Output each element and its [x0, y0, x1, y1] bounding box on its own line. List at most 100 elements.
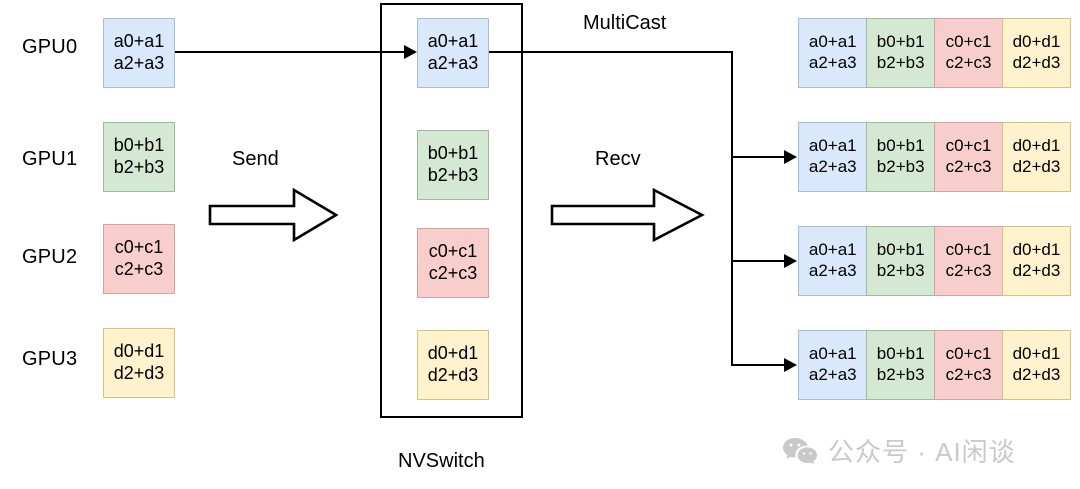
result-cell-a-line1: a0+a1 [808, 344, 857, 364]
nvswitch-enclosure [380, 3, 523, 418]
result-row: a0+a1 a2+a3 b0+b1 b2+b3 c0+c1 c2+c3 d0+d… [798, 226, 1072, 296]
result-cell-c-line2: c2+c3 [945, 157, 992, 176]
nvswitch-block-1-line1: b0+b1 [427, 143, 479, 164]
gpu0-to-nvswitch-arrowhead-icon [404, 45, 417, 59]
recv-label: Recv [595, 148, 641, 170]
nvswitch-block-1-line2: b2+b3 [427, 165, 479, 185]
result-cell-c-line1: c0+c1 [945, 32, 992, 52]
result-cell-a-line2: a2+a3 [808, 157, 857, 176]
gpu-block-2-line2: c2+c3 [114, 259, 164, 279]
nvswitch-block-0: a0+a1 a2+a3 [417, 18, 489, 88]
recv-block-arrow-icon [550, 187, 705, 243]
result-cell-c-line2: c2+c3 [945, 261, 992, 280]
gpu-block-0-line2: a2+a3 [113, 53, 165, 73]
result-cell-c: c0+c1 c2+c3 [933, 122, 1004, 192]
result-cell-d-line2: d2+d3 [1012, 157, 1061, 176]
gpu-block-0-line1: a0+a1 [113, 31, 165, 52]
result-cell-a: a0+a1 a2+a3 [798, 122, 868, 192]
result-cell-c: c0+c1 c2+c3 [933, 226, 1004, 296]
gpu-block-3-line2: d2+d3 [113, 363, 165, 383]
send-label: Send [232, 148, 279, 170]
gpu-label-2: GPU2 [22, 246, 78, 268]
gpu0-to-nvswitch-line [175, 51, 405, 54]
multicast-branch-line-2 [731, 260, 785, 263]
nvswitch-block-2-line1: c0+c1 [428, 241, 478, 262]
result-cell-b-line2: b2+b3 [876, 53, 925, 72]
result-cell-c-line2: c2+c3 [945, 53, 992, 72]
result-cell-a-line1: a0+a1 [808, 32, 857, 52]
nvswitch-block-3: d0+d1 d2+d3 [417, 330, 489, 400]
watermark: 公众号 · AI闲谈 [782, 432, 1016, 469]
multicast-branch-line-1 [731, 156, 785, 159]
nvswitch-block-0-line1: a0+a1 [427, 31, 479, 52]
result-cell-b-line1: b0+b1 [876, 136, 925, 156]
multicast-label: MultiCast [583, 12, 667, 34]
gpu-label-1: GPU1 [22, 148, 78, 170]
result-cell-d-line1: d0+d1 [1012, 32, 1061, 52]
result-cell-a: a0+a1 a2+a3 [798, 226, 868, 296]
result-cell-d-line2: d2+d3 [1012, 365, 1061, 384]
result-cell-d-line1: d0+d1 [1012, 136, 1061, 156]
gpu-block-3-line1: d0+d1 [113, 341, 165, 362]
gpu-block-3: d0+d1 d2+d3 [103, 328, 175, 398]
result-cell-c-line2: c2+c3 [945, 365, 992, 384]
wechat-icon [783, 437, 817, 464]
result-cell-c-line1: c0+c1 [945, 344, 992, 364]
result-cell-a-line2: a2+a3 [808, 53, 857, 72]
result-cell-d-line1: d0+d1 [1012, 240, 1061, 260]
result-cell-d: d0+d1 d2+d3 [1001, 226, 1072, 296]
gpu-block-0: a0+a1 a2+a3 [103, 18, 175, 88]
result-cell-b-line2: b2+b3 [876, 157, 925, 176]
result-row: a0+a1 a2+a3 b0+b1 b2+b3 c0+c1 c2+c3 d0+d… [798, 330, 1072, 400]
result-row: a0+a1 a2+a3 b0+b1 b2+b3 c0+c1 c2+c3 d0+d… [798, 18, 1072, 88]
nvswitch-block-2: c0+c1 c2+c3 [417, 228, 489, 298]
result-cell-b-line2: b2+b3 [876, 261, 925, 280]
gpu-label-3: GPU3 [22, 348, 78, 370]
gpu-block-2-line1: c0+c1 [114, 237, 164, 258]
gpu-label-0: GPU0 [22, 36, 78, 58]
gpu-block-1-line2: b2+b3 [113, 157, 165, 177]
result-cell-b-line1: b0+b1 [876, 344, 925, 364]
result-cell-b-line1: b0+b1 [876, 240, 925, 260]
multicast-branch-arrowhead-icon-3 [784, 358, 797, 372]
result-cell-d: d0+d1 d2+d3 [1001, 18, 1072, 88]
result-cell-c: c0+c1 c2+c3 [933, 18, 1004, 88]
nvswitch-block-3-line2: d2+d3 [427, 365, 479, 385]
result-row: a0+a1 a2+a3 b0+b1 b2+b3 c0+c1 c2+c3 d0+d… [798, 122, 1072, 192]
gpu-block-1: b0+b1 b2+b3 [103, 122, 175, 192]
result-cell-b: b0+b1 b2+b3 [865, 330, 936, 400]
multicast-branch-arrowhead-icon-1 [784, 150, 797, 164]
result-cell-d-line2: d2+d3 [1012, 261, 1061, 280]
result-cell-a: a0+a1 a2+a3 [798, 18, 868, 88]
nvswitch-block-2-line2: c2+c3 [428, 263, 478, 283]
send-block-arrow-icon [208, 187, 338, 243]
result-cell-b-line2: b2+b3 [876, 365, 925, 384]
nvswitch-block-0-line2: a2+a3 [427, 53, 479, 73]
nvswitch-block-3-line1: d0+d1 [427, 343, 479, 364]
multicast-branch-arrowhead-icon-2 [784, 254, 797, 268]
nvswitch-block-1: b0+b1 b2+b3 [417, 130, 489, 200]
result-cell-a: a0+a1 a2+a3 [798, 330, 868, 400]
result-cell-a-line2: a2+a3 [808, 261, 857, 280]
multicast-bus-vertical-line [731, 51, 734, 365]
result-cell-d: d0+d1 d2+d3 [1001, 122, 1072, 192]
gpu-block-1-line1: b0+b1 [113, 135, 165, 156]
result-cell-d: d0+d1 d2+d3 [1001, 330, 1072, 400]
result-cell-a-line1: a0+a1 [808, 136, 857, 156]
result-cell-b: b0+b1 b2+b3 [865, 122, 936, 192]
result-cell-c-line1: c0+c1 [945, 240, 992, 260]
result-cell-a-line1: a0+a1 [808, 240, 857, 260]
result-cell-b: b0+b1 b2+b3 [865, 226, 936, 296]
result-cell-d-line1: d0+d1 [1012, 344, 1061, 364]
result-cell-a-line2: a2+a3 [808, 365, 857, 384]
nvswitch-label: NVSwitch [398, 450, 485, 472]
multicast-bus-top-line [489, 51, 733, 54]
gpu-block-2: c0+c1 c2+c3 [103, 224, 175, 294]
result-cell-d-line2: d2+d3 [1012, 53, 1061, 72]
watermark-text: 公众号 · AI闲谈 [828, 437, 1016, 467]
result-cell-c-line1: c0+c1 [945, 136, 992, 156]
result-cell-c: c0+c1 c2+c3 [933, 330, 1004, 400]
result-cell-b-line1: b0+b1 [876, 32, 925, 52]
multicast-branch-line-3 [731, 364, 785, 367]
